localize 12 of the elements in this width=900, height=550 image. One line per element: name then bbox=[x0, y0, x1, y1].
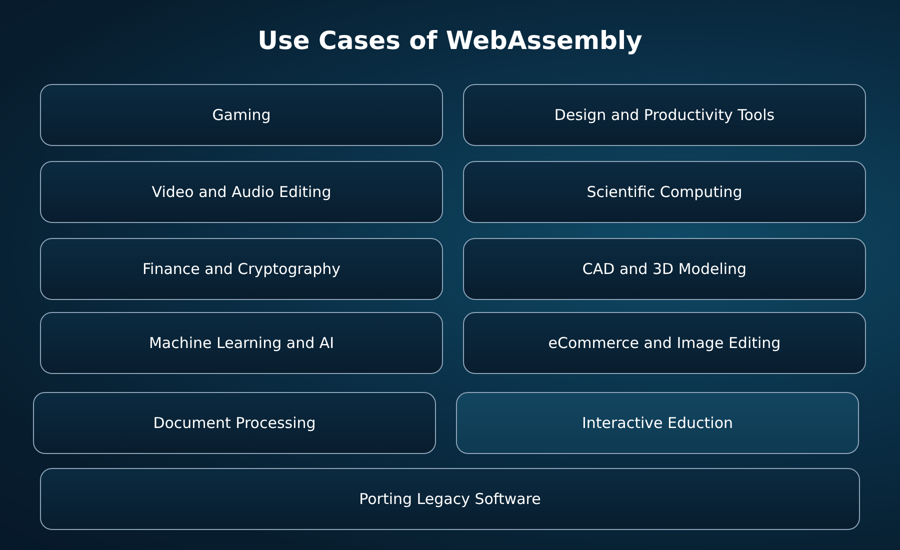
use-case-card: Scientific Computing bbox=[463, 161, 866, 223]
use-case-card: Porting Legacy Software bbox=[40, 468, 860, 530]
use-case-card: Interactive Eduction bbox=[456, 392, 859, 454]
use-case-card: eCommerce and Image Editing bbox=[463, 312, 866, 374]
use-case-card: Design and Productivity Tools bbox=[463, 84, 866, 146]
use-case-card: Video and Audio Editing bbox=[40, 161, 443, 223]
use-case-card: Finance and Cryptography bbox=[40, 238, 443, 300]
use-case-card: Gaming bbox=[40, 84, 443, 146]
use-case-card: Machine Learning and AI bbox=[40, 312, 443, 374]
use-case-card: CAD and 3D Modeling bbox=[463, 238, 866, 300]
use-case-card: Document Processing bbox=[33, 392, 436, 454]
title: Use Cases of WebAssembly bbox=[256, 26, 644, 55]
